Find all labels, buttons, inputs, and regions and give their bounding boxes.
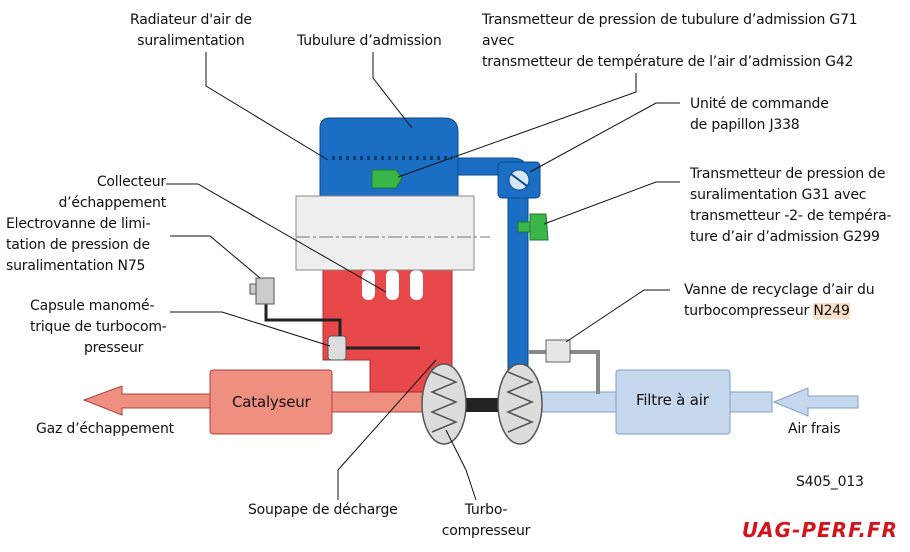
label-g31: Transmetteur de pression de suralimentat… (690, 164, 892, 248)
brand-logo: UAG-PERF.FR (741, 518, 898, 542)
turbine-housing (421, 363, 467, 445)
label-n249-line: turbocompresseur N249 (684, 301, 874, 322)
g71-sensor (371, 169, 403, 189)
label-n249-line: Vanne de recyclage d’air du (684, 282, 875, 298)
turbine-wheel (430, 371, 458, 433)
label-radiateur-line: Radiateur d'air de (130, 12, 252, 28)
label-g31-line: transmetteur -2- de tempéra- (690, 208, 892, 224)
label-n75: Electrovanne de limi- tation de pression… (6, 214, 151, 277)
label-n249: Vanne de recyclage d’air du turbocompres… (684, 280, 875, 322)
label-turbo-line: Turbo- (464, 502, 508, 518)
label-n249-code: N249 (813, 303, 850, 319)
label-j338-line: de papillon J338 (690, 117, 800, 133)
g31-sensor-plug (517, 221, 531, 233)
wastegate-capsule (327, 335, 347, 361)
compressor-housing (497, 363, 543, 445)
n249-valve (545, 339, 571, 363)
label-n249-prefix: turbocompresseur (684, 303, 814, 319)
recirculation-bypass (528, 350, 600, 394)
label-air: Air frais (788, 421, 841, 437)
label-radiateur-line: suralimentation (137, 33, 245, 49)
label-catalyseur: Catalyseur (232, 393, 311, 411)
label-g31-line: suralimentation G31 avec (690, 187, 867, 203)
label-capsule-line: presseur (84, 340, 144, 356)
throttle-flap (510, 173, 528, 187)
catalytic-converter (209, 369, 333, 435)
label-radiateur: Radiateur d'air de suralimentation (130, 10, 252, 52)
fresh-air-arrow (772, 387, 859, 417)
label-n75-line: suralimentation N75 (6, 258, 146, 274)
label-g71-line: avec (482, 33, 515, 49)
label-collecteur-line: d’échappement (58, 195, 167, 211)
n75-valve-port (249, 283, 257, 295)
label-collecteur-line: Collecteur (96, 174, 166, 190)
vacuum-line (264, 304, 420, 350)
label-soupape: Soupape de décharge (248, 502, 398, 518)
label-g71: Transmetteur de pression de tubulure d’a… (482, 10, 858, 73)
label-gaz: Gaz d’échappement (36, 421, 174, 437)
manifold-port (386, 270, 399, 300)
label-collecteur: Collecteur d’échappement (40, 172, 167, 214)
label-j338: Unité de commande de papillon J338 (690, 94, 829, 136)
manifold-port (362, 270, 375, 300)
air-filter (615, 369, 731, 435)
label-filtre: Filtre à air (636, 391, 709, 409)
turbo-shaft (462, 398, 506, 412)
n75-valve (255, 277, 275, 305)
label-turbo: Turbo- compresseur (434, 500, 538, 542)
label-j338-line: Unité de commande (690, 96, 829, 112)
label-g31-line: Transmetteur de pression de (690, 166, 886, 182)
label-turbo-line: compresseur (441, 523, 531, 539)
label-g71-line: transmetteur de température de l’air d’a… (482, 54, 854, 70)
label-n75-line: Electrovanne de limi- (6, 216, 151, 232)
exhaust-outlet-arrow (82, 385, 213, 416)
label-capsule-line: Capsule manomé- (30, 298, 155, 314)
leader-lines (166, 52, 680, 501)
label-capsule: Capsule manomé- trique de turbocom- pres… (30, 296, 167, 359)
label-code: S405_013 (796, 474, 864, 490)
label-g71-line: Transmetteur de pression de tubulure d’a… (482, 12, 858, 28)
label-g31-line: ture d’air d’admission G299 (690, 229, 880, 245)
label-capsule-line: trique de turbocom- (30, 319, 167, 335)
label-tubulure: Tubulure d’admission (297, 33, 442, 49)
manifold-port (410, 270, 423, 300)
label-n75-line: tation de pression de (6, 237, 150, 253)
engine-block (295, 195, 475, 271)
g31-sensor (529, 213, 549, 241)
compressor-wheel (506, 371, 534, 433)
